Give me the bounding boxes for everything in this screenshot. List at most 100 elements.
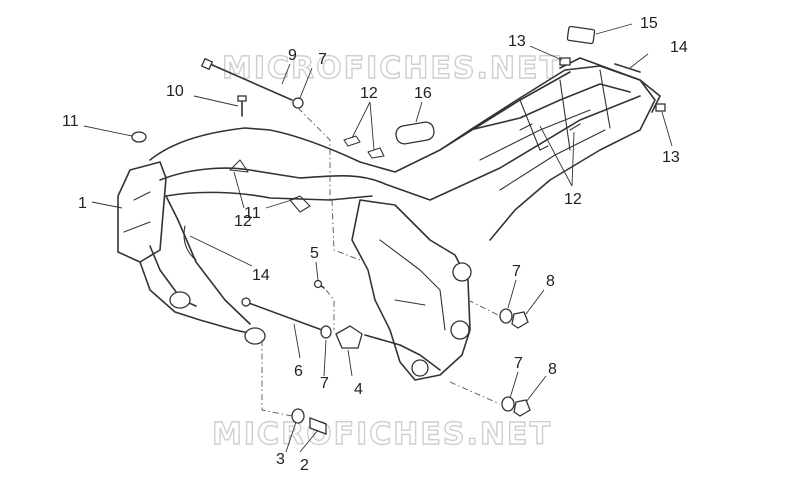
tabs-12-right	[519, 123, 581, 151]
strip-14	[614, 63, 641, 73]
plate-15	[566, 25, 596, 45]
callout-9: 9	[288, 47, 297, 64]
callout-8-lower: 8	[548, 361, 557, 378]
tab-12a	[229, 159, 249, 173]
bolt-9-head	[200, 57, 214, 71]
leader-5	[315, 261, 319, 281]
main-frame	[117, 57, 661, 381]
leader-8a	[525, 289, 545, 315]
leader-lines	[83, 23, 673, 453]
nut-13-top	[559, 57, 571, 66]
leader-13a	[529, 45, 563, 61]
engine-mount-front	[169, 291, 191, 309]
callout-1: 1	[78, 195, 87, 212]
watermark-bottom: MICROFICHES.NET	[212, 417, 552, 452]
foam-16	[395, 121, 435, 145]
callout-7-middle: 7	[320, 375, 329, 392]
callout-13-top: 13	[508, 33, 526, 50]
screw-10-head	[237, 95, 247, 102]
washer-3	[291, 408, 305, 424]
clips-12	[343, 135, 385, 159]
headstock-plate	[117, 161, 167, 263]
tab-11	[289, 195, 311, 213]
callout-4: 4	[354, 381, 363, 398]
washer-7-top	[292, 97, 304, 109]
loose-parts	[131, 25, 666, 435]
leader-10	[193, 95, 239, 107]
washer-7-right-b	[501, 396, 515, 412]
watermark-top: MICROFICHES.NET	[222, 51, 562, 86]
centerline-9	[297, 107, 331, 200]
engine-mount-rear	[244, 327, 266, 345]
upper-beam-top	[149, 71, 571, 173]
pivot-plate-ribs	[379, 239, 446, 331]
callout-13-right: 13	[662, 149, 680, 166]
callout-11-left: 11	[62, 113, 79, 130]
washer-7-right-a	[499, 308, 513, 324]
rear-subframe-rail	[469, 83, 631, 131]
callout-16: 16	[414, 85, 432, 102]
leader-1	[91, 201, 123, 209]
nut-13-right	[655, 103, 666, 112]
callout-10: 10	[166, 83, 184, 100]
callout-6: 6	[294, 363, 303, 380]
pivot-boss-bottom	[411, 359, 429, 377]
cable-guide-14	[183, 225, 197, 261]
leader-3	[285, 421, 297, 453]
leader-12b	[233, 171, 245, 209]
callout-12-right: 12	[564, 191, 582, 208]
leader-16	[415, 101, 423, 123]
bolt-9	[209, 63, 293, 101]
leader-14a	[629, 53, 649, 69]
leader-2	[299, 429, 319, 453]
callouts: 1 2 3 4 5 6 7 7 7 7 8 8 9 10 11 11 12 12…	[62, 15, 688, 474]
bracket-4	[335, 325, 363, 349]
bolt-2	[309, 417, 327, 435]
lower-cradle	[139, 261, 263, 337]
callout-7-right-upper: 7	[512, 263, 521, 280]
leader-12a	[351, 101, 375, 151]
leader-11b	[265, 197, 299, 209]
callout-11-center: 11	[244, 205, 261, 222]
centerline-mount	[331, 199, 361, 261]
leader-14b	[189, 235, 253, 267]
bolt-6-head	[241, 297, 251, 307]
callout-7-right-lower: 7	[514, 355, 523, 372]
centerlines	[261, 107, 501, 417]
leader-7d	[509, 371, 519, 399]
rear-subframe-outer	[439, 65, 656, 241]
centerline-8b	[449, 381, 501, 405]
callout-14-left: 14	[252, 267, 270, 284]
seat-rail-end	[559, 57, 661, 113]
leader-8b	[525, 375, 547, 403]
upper-beam-lower	[159, 95, 641, 201]
front-down-tube	[165, 195, 251, 325]
callout-5: 5	[310, 245, 319, 262]
lower-bracket	[364, 334, 441, 371]
callout-8-upper: 8	[546, 273, 555, 290]
leader-7a	[323, 339, 327, 377]
nut-8-b	[513, 399, 531, 417]
pivot-boss-lower	[450, 320, 470, 340]
callout-14-right: 14	[670, 39, 688, 56]
callout-15: 15	[640, 15, 658, 32]
washer-7-mid	[320, 325, 332, 339]
pivot-boss-upper	[452, 262, 472, 282]
pivot-plate	[351, 199, 471, 381]
callout-12-top: 12	[360, 85, 378, 102]
callout-2: 2	[300, 457, 309, 474]
leader-13b	[661, 111, 673, 147]
leader-11a	[83, 125, 133, 137]
centerline-2	[261, 340, 293, 417]
leader-7c	[507, 279, 517, 309]
nut-8-a	[511, 311, 529, 329]
leader-6	[293, 323, 301, 359]
bolt-5-head	[313, 279, 323, 289]
bolt-6	[245, 301, 323, 331]
callout-7-top: 7	[318, 51, 327, 68]
leader-9	[281, 63, 291, 85]
callout-3: 3	[276, 451, 285, 468]
leader-4	[347, 349, 353, 377]
leader-7b	[299, 67, 313, 99]
